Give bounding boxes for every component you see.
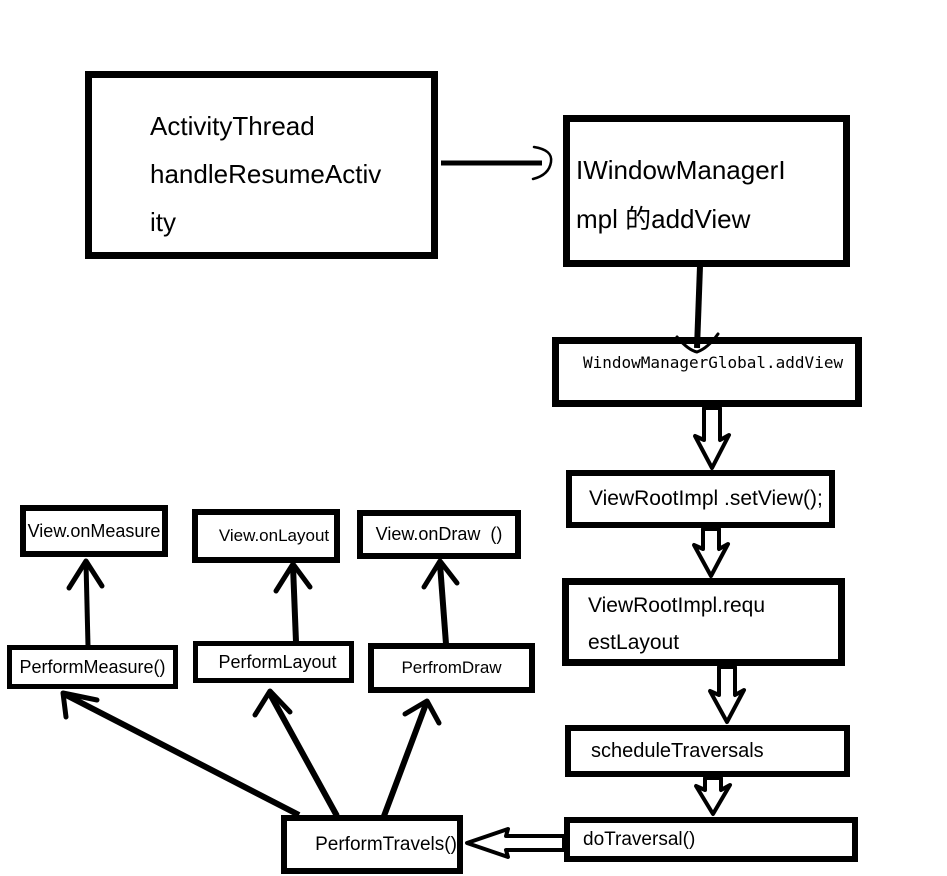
edge-dotraversal-to-performtravels	[465, 827, 566, 859]
edge-performmeasure-to-viewonmeasure	[66, 558, 105, 647]
node-text-line: ity	[150, 207, 176, 237]
node-text-line: ViewRootImpl .setView();	[589, 487, 823, 510]
node-perfromdraw: PerfromDraw	[368, 643, 535, 693]
node-iwindowmanagerimpl-addview: IWindowManagerI mpl 的addView	[563, 115, 850, 267]
node-performtravels: PerformTravels()	[281, 815, 463, 874]
node-text-line: PerformMeasure()	[19, 656, 166, 677]
node-text-line: PerformLayout	[218, 651, 337, 672]
node-text-line: ActivityThread	[150, 111, 315, 141]
node-viewrootimpl-requestlayout: ViewRootImpl.requ estLayout	[562, 578, 845, 666]
node-text-line: IWindowManagerI	[576, 155, 786, 185]
edge-performtravels-to-performlayout	[252, 688, 340, 818]
node-viewrootimpl-setview: ViewRootImpl .setView();	[566, 470, 835, 528]
node-text-line: View.onMeasure	[27, 520, 161, 541]
node-activitythread-handleresumeactivity: ActivityThread handleResumeActiv ity	[85, 71, 438, 259]
node-dotraversal: doTraversal()	[564, 817, 858, 862]
node-text-line: WindowManagerGlobal.addView	[583, 353, 844, 372]
edge-performtravels-to-performmeasure	[60, 690, 301, 818]
node-view-onlayout: View.onLayout	[192, 509, 340, 563]
node-scheduletraversals: scheduleTraversals	[565, 725, 850, 777]
node-text-line: estLayout	[588, 631, 680, 654]
edge-requestlayout-to-scheduletraversals	[708, 665, 746, 724]
edge-scheduletraversals-to-dotraversal	[694, 776, 732, 816]
node-text-line: View.onLayout	[218, 526, 330, 545]
node-view-ondraw: View.onDraw ()	[357, 510, 521, 559]
edge-activitythread-to-iwindowmanagerimpl	[441, 145, 553, 181]
node-text-line: handleResumeActiv	[150, 159, 382, 189]
node-text-line: doTraversal()	[583, 828, 696, 850]
edge-windowmanagerglobal-to-setview	[693, 406, 731, 470]
node-performmeasure: PerformMeasure()	[7, 645, 178, 689]
node-performlayout: PerformLayout	[193, 641, 354, 683]
edge-perfromdraw-to-viewondraw	[421, 558, 460, 645]
node-text-line: PerfromDraw	[401, 658, 502, 677]
node-windowmanagerglobal-addview: WindowManagerGlobal.addView	[552, 337, 862, 407]
edge-setview-to-requestlayout	[692, 527, 730, 578]
node-text-line: View.onDraw ()	[375, 524, 503, 544]
edge-performlayout-to-viewonlayout	[273, 561, 313, 643]
node-text-line: PerformTravels()	[315, 833, 457, 855]
node-view-onmeasure: View.onMeasure	[20, 505, 168, 557]
node-text-line: ViewRootImpl.requ	[588, 594, 766, 617]
node-text-line: scheduleTraversals	[591, 739, 764, 762]
edge-performtravels-to-perfromdraw	[381, 698, 442, 818]
node-text-line: mpl 的addView	[576, 204, 751, 234]
